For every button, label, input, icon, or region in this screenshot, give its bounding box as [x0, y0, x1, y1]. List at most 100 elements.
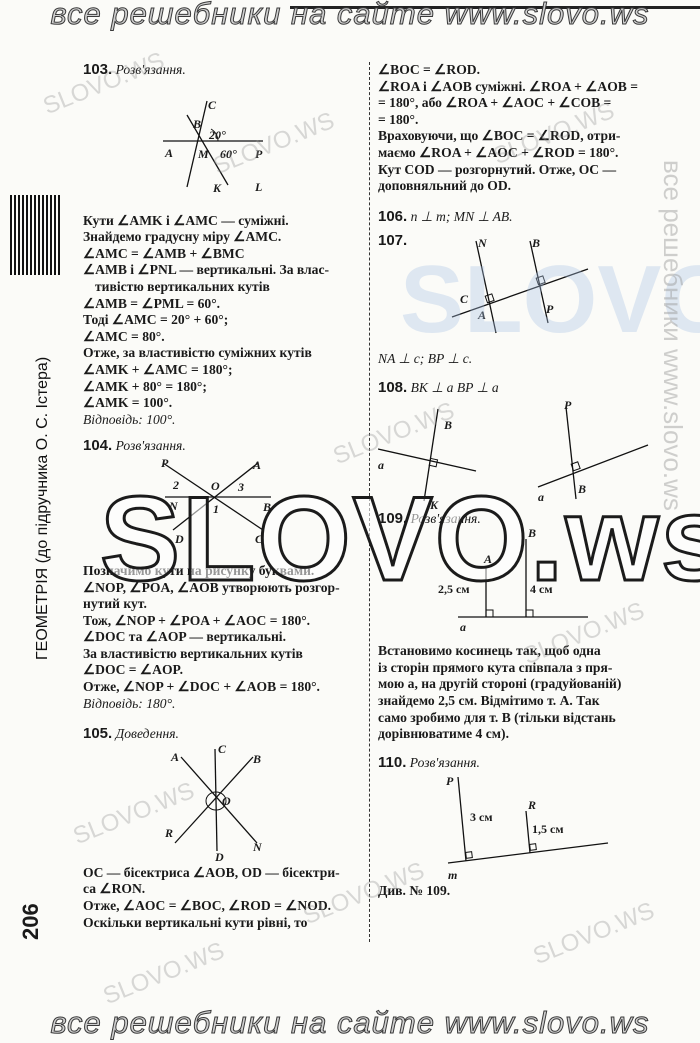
fig105-label-c: C — [218, 743, 227, 756]
fig110-label-m: m — [448, 868, 457, 881]
rt-line: доповняльний до OD. — [378, 178, 512, 194]
fig108-label-b-right: B — [577, 482, 586, 496]
watermark-side: все решебники www.slovo.ws — [658, 160, 688, 511]
fig103-label-p: P — [255, 147, 263, 161]
fig104-label-a: A — [252, 458, 261, 472]
fig104-label-c: C — [255, 532, 264, 545]
segment-p — [457, 777, 467, 862]
fig109-label-a: A — [483, 552, 492, 566]
figure-109: A B 2,5 см 4 см a — [438, 526, 588, 633]
problem-106-number: 106. — [378, 207, 408, 225]
p103-line: Тоді ∠AMC = 20° + 60°; — [83, 312, 229, 328]
right-angle-mark — [485, 609, 494, 618]
p105-line: Отже, ∠AOC = ∠BOC, ∠ROD = ∠NOD. — [83, 898, 332, 914]
p109-line: дорівнюватиме 4 см). — [378, 726, 509, 742]
angle-60-arc — [210, 128, 219, 141]
fig103-label-b: B — [192, 117, 201, 131]
fig109-label-25cm: 2,5 см — [438, 582, 470, 596]
line-br — [174, 756, 254, 844]
fig104-label-o: O — [211, 479, 220, 493]
right-angle-mark — [428, 457, 439, 467]
fig108-label-a-right: a — [538, 490, 544, 504]
problem-109-number: 109. — [378, 509, 408, 527]
fig103-label-c: C — [208, 98, 217, 112]
fig105-label-r: R — [164, 826, 173, 840]
fig105-label-b: B — [252, 752, 261, 766]
problem-110-number: 110. — [378, 753, 407, 771]
segment-r — [525, 811, 531, 854]
fig108-label-b: B — [443, 418, 452, 432]
fig109-label-b: B — [527, 526, 536, 540]
right-angle-mark — [484, 293, 495, 304]
page-number: 206 — [18, 903, 43, 940]
p104-line: ∠DOC та ∠AOP — вертикальні. — [83, 629, 286, 645]
line-na — [475, 241, 497, 334]
book-title: ГЕОМЕТРІЯ (до підручника О. С. Істера) — [34, 356, 51, 660]
p103-line: тивістю вертикальних кутів — [95, 278, 270, 294]
line-a-left — [378, 447, 477, 472]
p103-line: ∠AMC = 80°. — [83, 328, 165, 344]
sidebar — [10, 195, 60, 935]
p103-line: Кути ∠AMK і ∠AMC — суміжні. — [83, 212, 289, 228]
right-column: ∠BOC = ∠ROD. ∠ROA і ∠AOB суміжні. ∠ROA +… — [378, 62, 674, 900]
rt-line: ∠ROA і ∠AOB суміжні. ∠ROA + ∠AOB = — [378, 78, 639, 94]
rt-line: Враховуючи, що ∠BOC = ∠ROD, отри- — [378, 128, 621, 144]
p104-line: ∠NOP, ∠POA, ∠AOB утворюють розгор- — [83, 579, 340, 595]
fig103-label-k: K — [212, 181, 222, 195]
p104-answer: Відповідь: 180°. — [83, 695, 176, 711]
problem-107-text: NA ⊥ c; BP ⊥ c. — [378, 351, 473, 367]
sidebar-stripes — [10, 195, 60, 275]
figure-110: P R 3 см 1,5 см m — [446, 774, 609, 881]
watermark-mid: SLOVO.ws — [400, 246, 700, 353]
p104-line: Отже, ∠NOP + ∠DOC + ∠AOB = 180°. — [83, 679, 320, 695]
fig107-label-p: P — [546, 302, 554, 316]
fig103-label-60: 60° — [220, 147, 237, 161]
fig110-label-r: R — [527, 798, 536, 812]
p104-line: Позначимо кути на рисунку буквами. — [83, 562, 315, 578]
right-angle-mark — [570, 460, 581, 471]
center-arc — [205, 791, 227, 811]
problem-106-text: n ⊥ m; MN ⊥ AB. — [410, 208, 513, 224]
fig103-label-l: L — [254, 180, 262, 194]
fig107-label-c: C — [460, 292, 469, 306]
fig105-label-a: A — [170, 750, 179, 764]
problem-105-heading: Доведення. — [115, 726, 179, 742]
left-column: 103. Розв'язання. B C 20° A M 60° P K L … — [83, 61, 368, 931]
line-bk — [423, 408, 439, 501]
p104-line: ∠DOC = ∠AOP. — [83, 662, 183, 678]
fig104-label-2: 2 — [172, 478, 179, 492]
rt-line: маємо ∠ROA + ∠AOC + ∠ROD = 180°. — [378, 144, 619, 160]
p103-line: ∠AMC = ∠AMB + ∠BMC — [83, 245, 245, 261]
fig105-label-n: N — [252, 840, 263, 854]
right-angle-mark — [529, 843, 537, 852]
top-rule — [290, 6, 700, 9]
figure-107: N B C A P — [451, 236, 589, 334]
fig107-label-n: N — [477, 236, 488, 250]
fig107-label-b: B — [531, 236, 540, 250]
problem-110-footnote: Див. № 109. — [378, 883, 451, 899]
problem-104-heading: Розв'язання. — [115, 438, 186, 454]
right-angle-mark — [525, 609, 534, 618]
fig104-label-n: N — [168, 499, 179, 513]
line-ck — [186, 100, 208, 187]
p103-line: ∠AMK = 100°. — [83, 395, 173, 411]
fig104-label-3: 3 — [237, 480, 244, 494]
p103-line: Отже, за властивістю суміжних кутів — [83, 345, 312, 361]
p109-line: мою a, на другій стороні (градуйованій) — [378, 676, 622, 692]
right-angle-mark — [465, 851, 473, 860]
line-a-right — [537, 443, 649, 488]
fig107-label-a: A — [477, 308, 486, 322]
problem-105-number: 105. — [83, 725, 113, 743]
fig108-label-k: K — [429, 498, 439, 509]
line-c — [451, 268, 589, 318]
fig105-label-d: D — [214, 850, 224, 861]
problem-104-number: 104. — [83, 437, 113, 455]
line-cd — [214, 748, 218, 851]
fig103-label-20: 20° — [208, 128, 226, 142]
fig103-label-a: A — [164, 146, 173, 160]
fig103-label-m: M — [197, 147, 209, 161]
p103-line: ∠AMK + 80° = 180°; — [83, 378, 207, 394]
p103-line: ∠AMB = ∠PML = 60°. — [83, 295, 221, 311]
figure-103: B C 20° A M 60° P K L — [163, 98, 263, 195]
figure-108: B a K P a B — [378, 398, 649, 509]
